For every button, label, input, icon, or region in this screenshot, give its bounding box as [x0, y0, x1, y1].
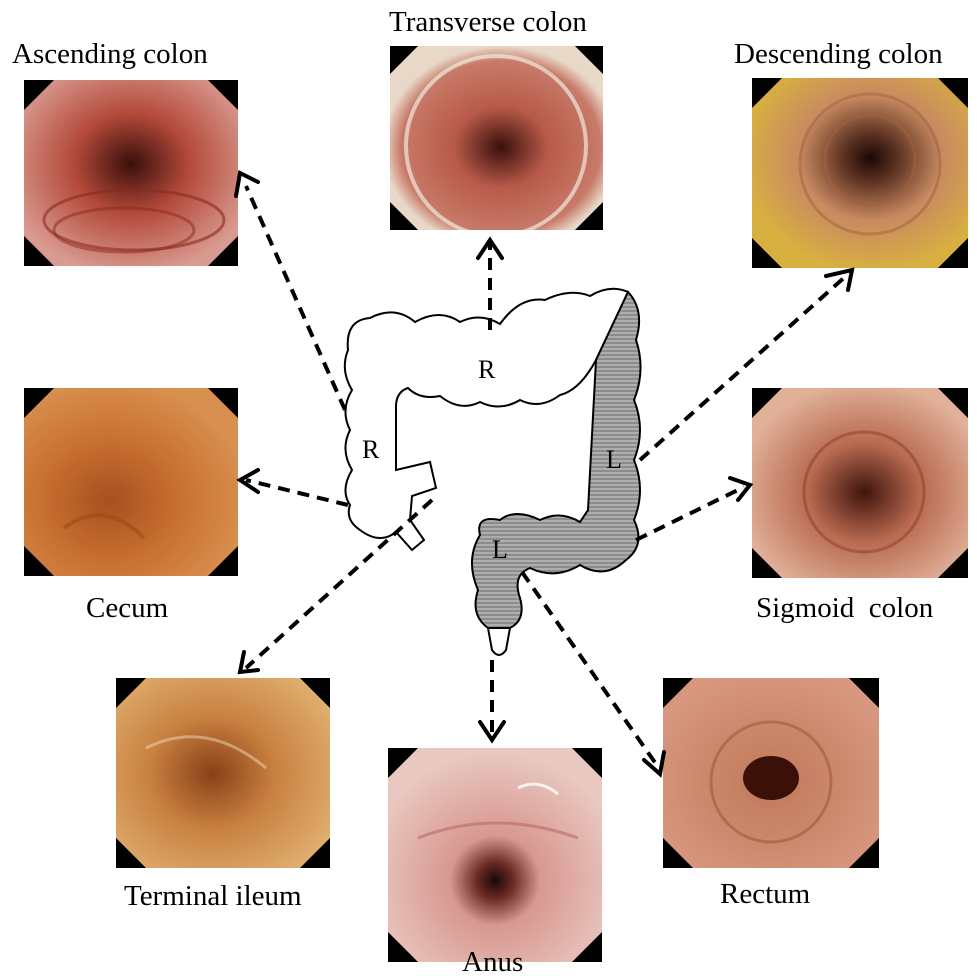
- segment-letter-transverse: R: [478, 355, 496, 384]
- arrowhead-terminal-ileum: [240, 652, 258, 672]
- arrow-to-sigmoid: [636, 487, 744, 540]
- arrow-to-descending: [640, 276, 846, 460]
- arrows: [246, 186, 846, 764]
- segment-letter-sigmoid: L: [492, 535, 508, 564]
- label-ascending-colon: Ascending colon: [12, 40, 208, 69]
- arrowhead-sigmoid: [730, 478, 750, 500]
- label-descending-colon: Descending colon: [734, 40, 943, 69]
- right-colon-shape: [345, 289, 628, 550]
- arrow-heads: [236, 173, 852, 774]
- label-sigmoid-colon: Sigmoid colon: [756, 594, 933, 623]
- label-terminal-ileum: Terminal ileum: [124, 882, 302, 911]
- arrow-to-ascending: [246, 186, 345, 410]
- anal-canal-shape: [488, 628, 510, 655]
- label-rectum: Rectum: [720, 880, 810, 909]
- label-transverse-colon: Transverse colon: [389, 8, 587, 37]
- arrow-to-rectum: [522, 572, 656, 764]
- arrowhead-rectum: [644, 752, 664, 774]
- label-cecum: Cecum: [86, 594, 168, 623]
- label-anus: Anus: [462, 948, 523, 977]
- segment-letter-descending: L: [606, 445, 622, 474]
- arrow-to-cecum: [246, 480, 348, 505]
- segment-letter-ascending: R: [362, 435, 380, 464]
- arrowhead-ascending: [236, 173, 258, 196]
